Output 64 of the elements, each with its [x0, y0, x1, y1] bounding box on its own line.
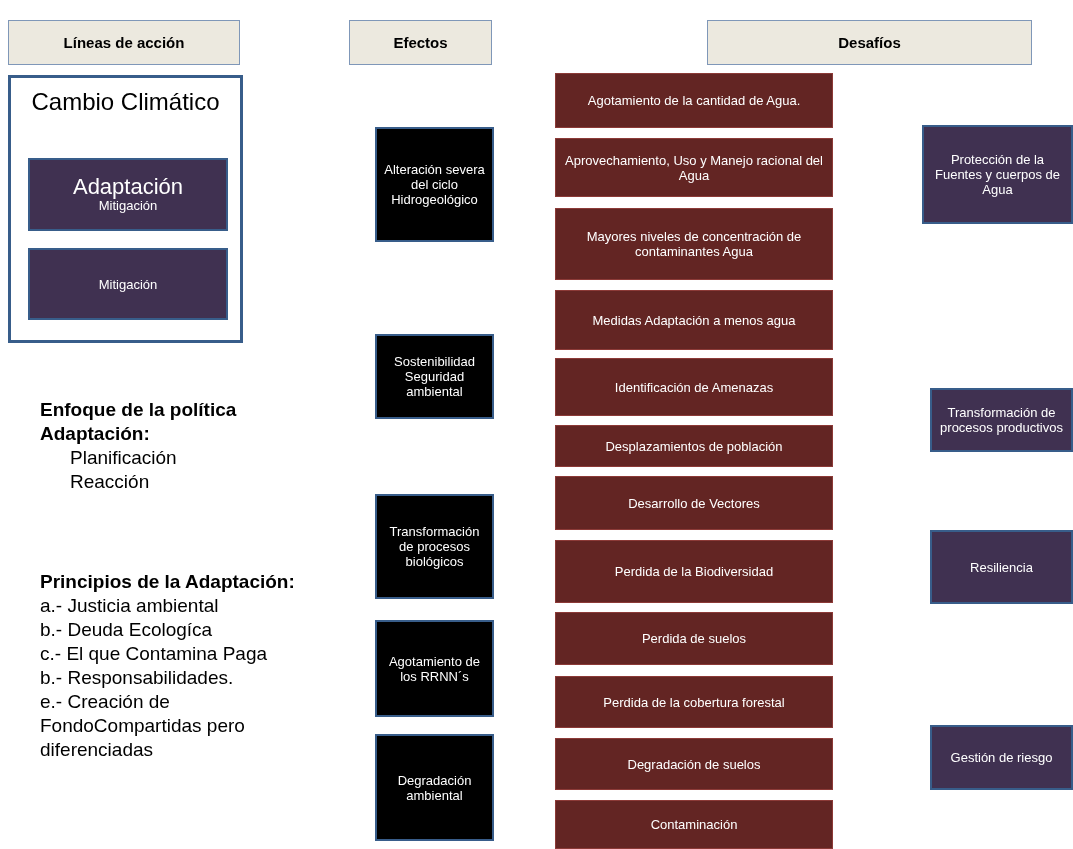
effect-box — [375, 620, 494, 717]
challenge-box — [555, 676, 833, 728]
strategy-box — [930, 725, 1073, 790]
challenge-box — [555, 425, 833, 467]
challenge-box — [555, 738, 833, 790]
box-text: Efectos — [392, 34, 449, 51]
challenge-box — [555, 476, 833, 530]
list-item: b.- Deuda Ecologíca — [40, 618, 213, 642]
effect-box — [375, 334, 494, 419]
challenge-box — [555, 540, 833, 603]
strategy-box — [930, 530, 1073, 604]
strategy-box — [930, 388, 1073, 452]
box-text: Degradación ambiental — [396, 772, 473, 803]
challenge-box — [555, 290, 833, 350]
column-header — [8, 20, 240, 65]
box-text: Gestión de riesgo — [949, 750, 1054, 765]
group-title: Cambio Climático — [30, 88, 221, 116]
box-text: Degradación de suelos — [626, 756, 762, 772]
box-text: Resiliencia — [969, 559, 1034, 575]
list-item: a.- Justicia ambiental — [40, 594, 219, 618]
group-frame — [8, 75, 243, 343]
box-text: Protección de la Fuentes y cuerpos de Agua — [934, 152, 1061, 197]
strategy-box — [922, 125, 1073, 224]
challenge-box — [555, 73, 833, 128]
list-item: b.- Responsabilidades. — [40, 666, 234, 690]
column-header — [707, 20, 1032, 65]
box-text: Desplazamientos de población — [604, 438, 784, 454]
challenge-box — [555, 612, 833, 665]
box-text: Agotamiento de los RRNN´s — [387, 653, 482, 684]
box-text: Transformación de procesos biológicos — [388, 524, 481, 569]
list-item: c.- El que Contamina Paga — [40, 642, 268, 666]
strategy-box — [28, 248, 228, 320]
box-text: Aprovechamiento, Uso y Manejo racional del Agua — [564, 152, 824, 183]
box-text: Mayores niveles de concentración de contaminantes Agua — [585, 229, 803, 259]
box-text: Perdida de la Biodiversidad — [613, 564, 775, 579]
box-text: Sostenibilidad Seguridad ambiental — [393, 354, 476, 399]
box-text: Líneas de acción — [62, 34, 186, 51]
strategy-box — [28, 158, 228, 231]
box-text: Identificación de Amenazas — [613, 379, 775, 395]
box-text: Medidas Adaptación a menos agua — [591, 312, 797, 328]
box-text: Desafíos — [837, 34, 902, 51]
box-text: Mitigación — [97, 276, 159, 292]
box-text: Desarrollo de Vectores — [627, 495, 761, 511]
challenge-box — [555, 138, 833, 197]
list-item: Planificación — [70, 446, 177, 470]
effect-box — [375, 494, 494, 599]
box-text: Contaminación — [649, 817, 739, 832]
box-text: Transformación de procesos productivos — [939, 405, 1064, 435]
column-header — [349, 20, 492, 65]
list-item: Reacción — [70, 470, 150, 494]
box-text: Perdida de la cobertura forestal — [602, 694, 786, 710]
section-heading: Enfoque de la política Adaptación: — [40, 398, 238, 446]
effect-box — [375, 734, 494, 841]
challenge-box — [555, 800, 833, 849]
challenge-box — [555, 358, 833, 416]
challenge-box — [555, 208, 833, 280]
box-text: Alteración severa del ciclo Hidrogeológico — [383, 162, 486, 207]
box-title: Adaptación — [71, 176, 185, 198]
list-item: e.- Creación de FondoCompartidas pero diferenciadas — [40, 690, 246, 762]
section-heading: Principios de la Adaptación: — [40, 570, 295, 594]
box-text: Mitigación — [98, 198, 158, 213]
box-text: Perdida de suelos — [640, 631, 748, 646]
effect-box — [375, 127, 494, 242]
box-text: Agotamiento de la cantidad de Agua. — [586, 93, 802, 108]
